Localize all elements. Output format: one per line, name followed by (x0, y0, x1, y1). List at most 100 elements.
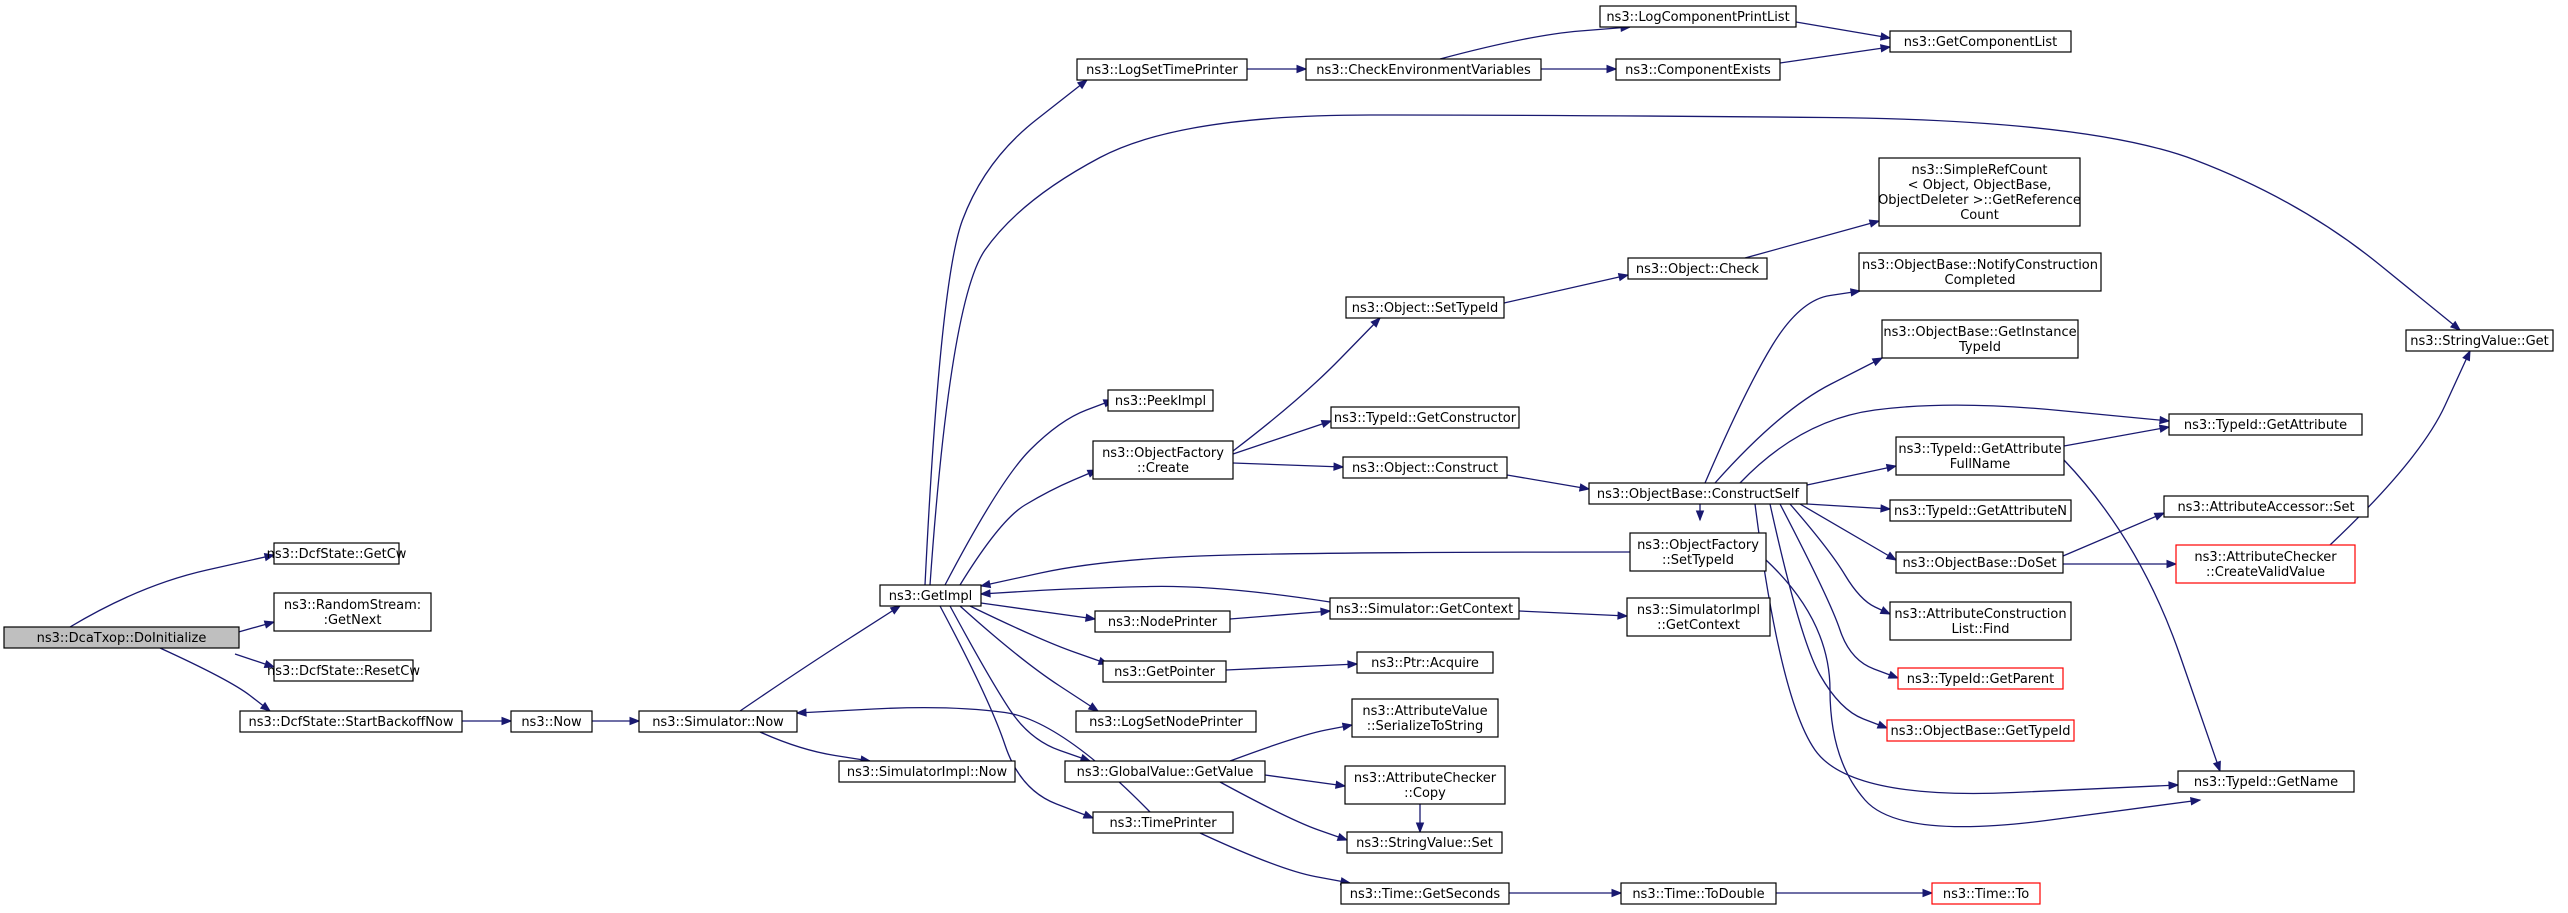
node-now[interactable]: ns3::Now (510, 710, 593, 733)
edge-n_objbase_constructself-to-n_objbase_notify (1704, 288, 1862, 484)
edge-line (2063, 459, 2221, 772)
node-object-construct[interactable]: ns3::Object::Construct (1342, 456, 1508, 479)
arrow-head-icon (1885, 551, 1898, 561)
node-getimpl[interactable]: ns3::GetImpl (879, 584, 982, 607)
node-peekimpl[interactable]: ns3::PeekImpl (1107, 389, 1214, 412)
node-nodeprinter[interactable]: ns3::NodePrinter (1094, 610, 1231, 633)
node-attrchecker-createvalid[interactable]: ns3::AttributeChecker::CreateValidValue (2175, 544, 2356, 584)
node-box (510, 710, 593, 733)
node-getpointer[interactable]: ns3::GetPointer (1102, 660, 1227, 683)
edge-n_now-to-n_sim_now (592, 716, 641, 726)
edge-n_objbase_constructself-to-n_objbase_doset (1799, 503, 1898, 561)
node-dcatxop-doinit[interactable]: ns3::DcaTxop::DoInitialize (3, 626, 240, 649)
node-random-next[interactable]: ns3::RandomStream::GetNext (273, 592, 432, 632)
node-label: ns3::DcfState::GetCw (267, 547, 407, 562)
node-logsetnodeprinter[interactable]: ns3::LogSetNodePrinter (1075, 710, 1257, 733)
node-checkenv[interactable]: ns3::CheckEnvironmentVariables (1305, 58, 1542, 81)
edge-n_getimpl-to-n_objfactory_create (959, 469, 1099, 586)
node-stringvalue-set[interactable]: ns3::StringValue::Set (1346, 831, 1503, 854)
edge-n_attrchecker_createvalid-to-n_stringvalue_get (2329, 349, 2471, 546)
edge-n_sim_getcontext-to-n_simimpl_getcontext (1518, 610, 1629, 620)
function-nodes: ns3::DcaTxop::DoInitializens3::DcfState:… (3, 5, 2554, 905)
node-sim-getcontext[interactable]: ns3::Simulator::GetContext (1329, 597, 1520, 620)
node-box (1878, 157, 2081, 227)
node-attrchecker-copy[interactable]: ns3::AttributeChecker::Copy (1344, 765, 1506, 805)
node-timeprinter[interactable]: ns3::TimePrinter (1092, 811, 1234, 834)
edge-n_dcf_startbackoff-to-n_now (462, 716, 513, 726)
node-label: ns3::Object::Construct (1352, 461, 1498, 476)
node-box (1895, 436, 2065, 476)
node-objbase-notify[interactable]: ns3::ObjectBase::NotifyConstructionCompl… (1858, 252, 2102, 292)
edge-n_time_todouble-to-n_time_to (1776, 888, 1934, 898)
node-label: ns3::ObjectBase::NotifyConstruction (1862, 258, 2098, 273)
node-ptr-acquire[interactable]: ns3::Ptr::Acquire (1356, 651, 1494, 674)
node-globalvalue-getvalue[interactable]: ns3::GlobalValue::GetValue (1064, 760, 1266, 783)
node-objfactory-settypeid[interactable]: ns3::ObjectFactory::SetTypeId (1629, 532, 1767, 572)
node-sim-now[interactable]: ns3::Simulator::Now (638, 710, 798, 733)
node-typeid-getattrn[interactable]: ns3::TypeId::GetAttributeN (1889, 499, 2072, 522)
edge-line (944, 399, 1114, 586)
edge-n_getimpl-to-n_timeprinter (939, 605, 1095, 819)
arrow-head-icon (629, 716, 641, 726)
arrow-head-icon (1611, 888, 1623, 898)
node-typeid-getname[interactable]: ns3::TypeId::GetName (2177, 770, 2355, 793)
call-edges (69, 21, 2471, 898)
edge-n_objbase_constructself-to-n_typeid_getattrfullname (1806, 463, 1898, 486)
node-stringvalue-get[interactable]: ns3::StringValue::Get (2405, 329, 2554, 352)
node-simimpl-getcontext[interactable]: ns3::SimulatorImpl::GetContext (1626, 597, 1771, 637)
node-label: ns3::Time::GetSeconds (1350, 887, 1501, 902)
node-logsettimeprinter[interactable]: ns3::LogSetTimePrinter (1076, 58, 1248, 81)
node-dcf-startbackoff[interactable]: ns3::DcfState::StartBackoffNow (239, 710, 463, 733)
edge-line (1439, 26, 1631, 60)
node-typeid-getparent[interactable]: ns3::TypeId::GetParent (1897, 667, 2064, 690)
arrow-head-icon (2166, 559, 2178, 569)
node-time-getseconds[interactable]: ns3::Time::GetSeconds (1340, 882, 1510, 905)
node-attrvalue-serialize[interactable]: ns3::AttributeValue::SerializeToString (1351, 698, 1499, 738)
node-getcomplist[interactable]: ns3::GetComponentList (1889, 30, 2072, 53)
node-label: ns3::SimulatorImpl (1637, 603, 1760, 618)
node-object-settypeid[interactable]: ns3::Object::SetTypeId (1345, 296, 1505, 319)
node-attraccessor-set[interactable]: ns3::AttributeAccessor::Set (2163, 495, 2369, 518)
node-typeid-getattribute[interactable]: ns3::TypeId::GetAttribute (2168, 413, 2363, 436)
node-label: ns3::AttributeValue (1362, 704, 1487, 719)
edge-n_objfactory_create-to-n_object_settypeid (1232, 317, 1381, 452)
node-object-check[interactable]: ns3::Object::Check (1627, 257, 1768, 280)
arrow-head-icon (1320, 607, 1332, 616)
edge-n_objbase_constructself-to-n_typeid_getattribute (1739, 404, 2171, 484)
node-simimpl-now[interactable]: ns3::SimulatorImpl::Now (838, 760, 1016, 783)
node-box (1626, 597, 1771, 637)
node-dcf-resetcw[interactable]: ns3::DcfState::ResetCw (267, 659, 420, 682)
node-componentexists[interactable]: ns3::ComponentExists (1615, 58, 1781, 81)
node-label: ns3::ComponentExists (1625, 63, 1771, 78)
node-objbase-doset[interactable]: ns3::ObjectBase::DoSet (1895, 551, 2064, 574)
arrow-head-icon (1578, 483, 1591, 492)
node-box (1102, 660, 1227, 683)
node-box (1075, 710, 1257, 733)
node-label: ObjectDeleter >::GetReference (1878, 193, 2081, 208)
node-objbase-gettypeid[interactable]: ns3::ObjectBase::GetTypeId (1886, 719, 2075, 742)
node-objfactory-create[interactable]: ns3::ObjectFactory::Create (1092, 440, 1234, 480)
node-time-to[interactable]: ns3::Time::To (1931, 882, 2041, 905)
node-label: ns3::NodePrinter (1108, 615, 1218, 630)
node-objbase-constructself[interactable]: ns3::ObjectBase::ConstructSelf (1588, 482, 1808, 505)
node-box (2168, 413, 2363, 436)
arrow-head-icon (1617, 611, 1629, 620)
node-simplerefcount[interactable]: ns3::SimpleRefCount< Object, ObjectBase,… (1878, 157, 2081, 227)
edge-line (1789, 503, 1891, 615)
node-logcompprintlist[interactable]: ns3::LogComponentPrintList (1599, 5, 1797, 28)
edge-n_getpointer-to-n_ptr_acquire (1225, 660, 1359, 671)
node-label: ns3::DcaTxop::DoInitialize (37, 631, 207, 646)
edge-line (959, 469, 1098, 586)
edge-line (980, 551, 1631, 587)
arrow-head-icon (1335, 780, 1347, 789)
node-time-todouble[interactable]: ns3::Time::ToDouble (1620, 882, 1777, 905)
arrow-head-icon (1076, 79, 1089, 90)
node-dcf-getcw[interactable]: ns3::DcfState::GetCw (267, 542, 407, 565)
node-typeid-getconstructor[interactable]: ns3::TypeId::GetConstructor (1330, 406, 1520, 429)
edge-line (1744, 220, 1880, 259)
node-box (2405, 329, 2554, 352)
arrow-head-icon (263, 659, 276, 669)
